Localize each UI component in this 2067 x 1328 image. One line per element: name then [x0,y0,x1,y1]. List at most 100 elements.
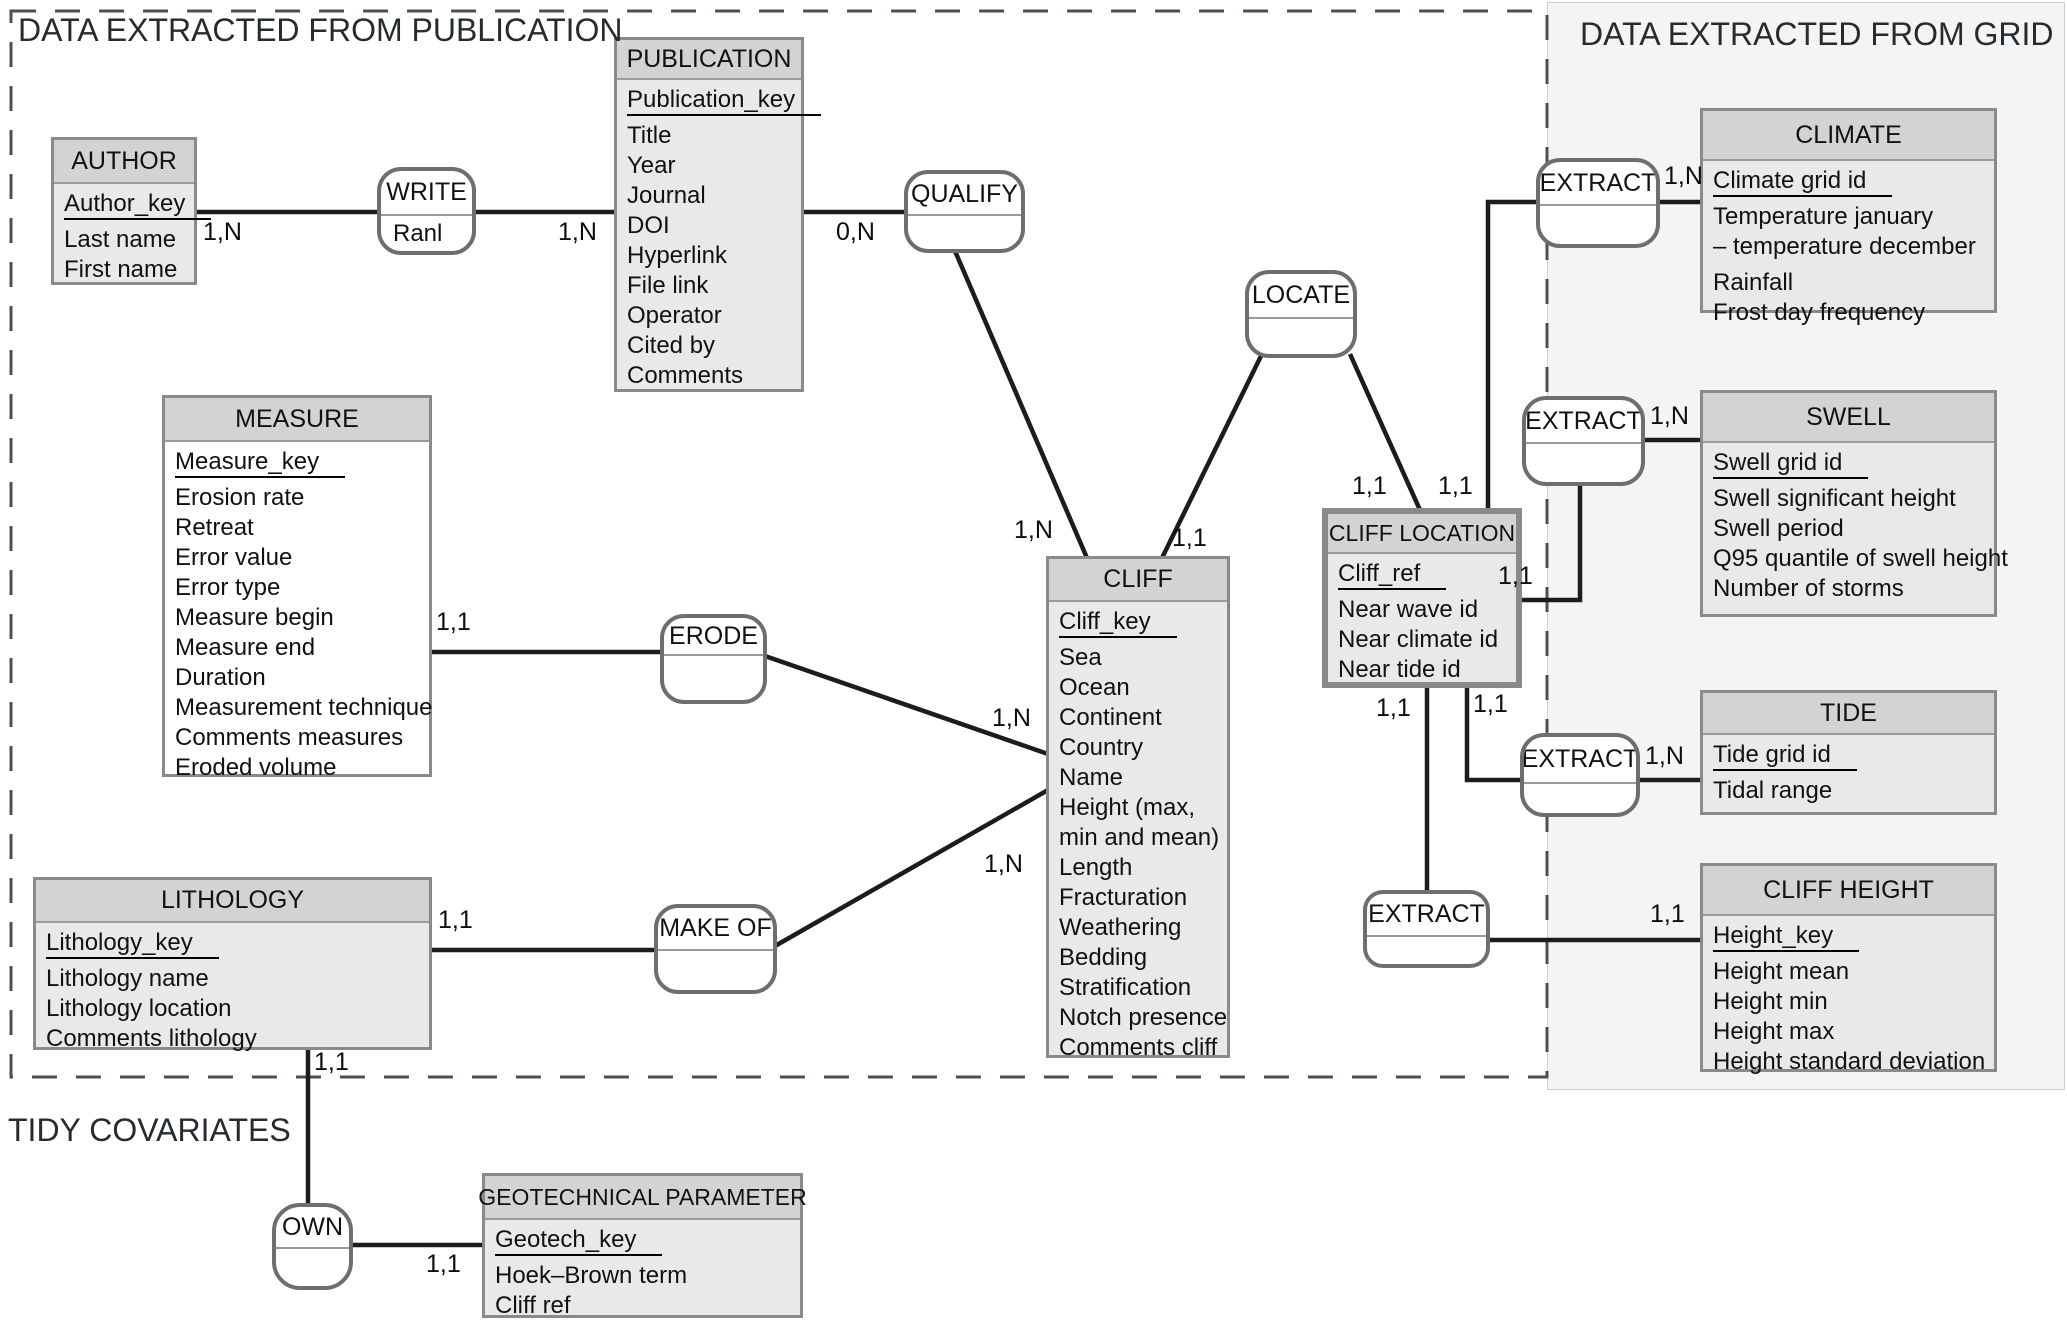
attr-frost-day-frequency: Frost day frequency [1713,299,1926,326]
relationship-extract-swell-name: EXTRACT [1526,400,1641,444]
connector-locate-cliff-location [1347,353,1423,511]
relationship-locate-name: LOCATE [1249,274,1353,319]
attr-comments: Comments [627,362,744,389]
attr-comments-lithology: Comments lithology [46,1025,257,1052]
entity-climate-title: CLIMATE [1703,111,1994,161]
relationship-locate-attr [1249,319,1353,323]
attr-doi: DOI [627,212,670,239]
entity-measure: MEASURE Measure_key Erosion rate Retreat… [162,395,432,781]
attr-eroded-volume: Eroded volume [175,754,337,781]
attr-measure-begin: Measure begin [175,604,334,631]
attr-last-name: Last name [64,226,177,253]
relationship-erode-name: ERODE [664,618,763,656]
attr-lithology-location: Lithology location [46,995,232,1022]
cardinality-extract-swell-cliff-location: 1,1 [1498,562,1533,590]
attr-geotech-key: Geotech_key [495,1225,792,1256]
attr-q95-quantile: Q95 quantile of swell height [1713,545,2008,572]
cardinality-measure-erode: 1,1 [436,608,471,636]
cardinality-extract-tide: 1,N [1645,742,1684,770]
attr-hoek-brown-term: Hoek–Brown term [495,1262,688,1289]
attr-temperature-december: – temperature december [1713,233,1976,260]
relationship-erode-attr [664,656,763,660]
attr-cliff-ref: Cliff_ref [1338,559,1508,590]
relationship-make-of-name: MAKE OF [658,908,773,951]
attr-notch-presence: Notch presence [1059,1004,1228,1031]
relationship-write-attr: Ranl [393,220,443,247]
cardinality-write-publication: 1,N [558,218,597,246]
cardinality-lithology-own: 1,1 [314,1048,349,1076]
attr-length: Length [1059,854,1133,881]
entity-tide-title: TIDE [1703,693,1994,735]
attr-height-mean: Height mean [1713,958,1850,985]
attr-climate-grid-id: Climate grid id [1713,166,1986,197]
relationship-make-of: MAKE OF [654,904,777,994]
section-title-publication: DATA EXTRACTED FROM PUBLICATION [18,12,623,48]
entity-geotechnical-title: GEOTECHNICAL PARAMETER [478,1176,807,1220]
attr-author-key: Author_key [64,189,212,220]
attr-bedding: Bedding [1059,944,1148,971]
relationship-extract-tide-attr [1524,784,1636,788]
entity-publication: PUBLICATION Publication_key Title Year J… [614,37,822,392]
entity-author: AUTHOR Author_key Last name First name [51,137,212,285]
attr-cited-by: Cited by [627,332,716,359]
cardinality-extract-cliff-height: 1,1 [1650,900,1685,928]
cardinality-lithology-makeof: 1,1 [438,906,473,934]
relationship-extract-swell-attr [1526,444,1641,448]
attr-publication-key: Publication_key [627,85,822,116]
attr-sea: Sea [1059,644,1102,671]
attr-continent: Continent [1059,704,1162,731]
relationship-own-attr [276,1249,349,1253]
attr-tidal-range: Tidal range [1713,777,1833,804]
attr-height-max: Height max [1713,1018,1835,1045]
attr-height-key: Height_key [1713,921,1986,952]
entity-tide: TIDE Tide grid id Tidal range [1700,690,1997,815]
relationship-write-name: WRITE [381,171,472,216]
attr-operator: Operator [627,302,722,329]
connector-extract-swell-cliff-location [1522,484,1583,603]
relationship-extract-cliff-height-attr [1367,937,1486,941]
attr-rainfall: Rainfall [1713,269,1794,296]
attr-cliff-key: Cliff_key [1059,607,1219,638]
entity-geotechnical-parameter: GEOTECHNICAL PARAMETER Geotech_key Hoek–… [478,1173,807,1319]
attr-title: Title [627,122,672,149]
attr-lithology-name: Lithology name [46,965,209,992]
attr-year: Year [627,152,676,179]
entity-climate: CLIMATE Climate grid id Temperature janu… [1700,108,1997,326]
attr-name: Name [1059,764,1124,791]
relationship-qualify: QUALIFY [904,170,1025,253]
entity-lithology-title: LITHOLOGY [36,880,429,923]
relationship-qualify-attr [908,216,1021,220]
cardinality-extract-swell: 1,N [1650,402,1689,430]
attr-cliff-ref: Cliff ref [495,1292,571,1319]
entity-measure-title: MEASURE [165,398,429,442]
attr-tide-grid-id: Tide grid id [1713,740,1986,771]
attr-error-value: Error value [175,544,293,571]
entity-cliff-height: CLIFF HEIGHT Height_key Height mean Heig… [1700,863,1997,1075]
attr-comments-cliff: Comments cliff [1059,1034,1218,1061]
relationship-extract-swell: EXTRACT [1522,396,1645,486]
cardinality-extract-climate-cliff-location: 1,1 [1438,472,1473,500]
attr-error-type: Error type [175,574,281,601]
attr-near-wave-id: Near wave id [1338,596,1479,623]
relationship-extract-cliff-height-name: EXTRACT [1367,894,1486,937]
attr-measure-end: Measure end [175,634,316,661]
publication-dashed-border [9,9,1549,1079]
attr-weathering: Weathering [1059,914,1182,941]
cardinality-extract-climate: 1,N [1664,162,1703,190]
relationship-extract-cliff-height: EXTRACT [1363,890,1490,968]
attr-height-standard-deviation: Height standard deviation [1713,1048,1986,1075]
attr-hyperlink: Hyperlink [627,242,728,269]
cardinality-erode-cliff: 1,N [992,704,1031,732]
attr-height-min: Height min [1713,988,1828,1015]
attr-height-min-mean: min and mean) [1059,824,1220,851]
attr-first-name: First name [64,256,178,283]
attr-file-link: File link [627,272,709,299]
relationship-qualify-name: QUALIFY [908,174,1021,216]
cardinality-author-write: 1,N [203,218,242,246]
attr-temperature-january: Temperature january [1713,203,1934,230]
entity-swell: SWELL Swell grid id Swell significant he… [1700,390,2008,617]
connector-cliff-location-extract-tide [1464,686,1520,783]
entity-cliff-height-title: CLIFF HEIGHT [1703,866,1994,916]
